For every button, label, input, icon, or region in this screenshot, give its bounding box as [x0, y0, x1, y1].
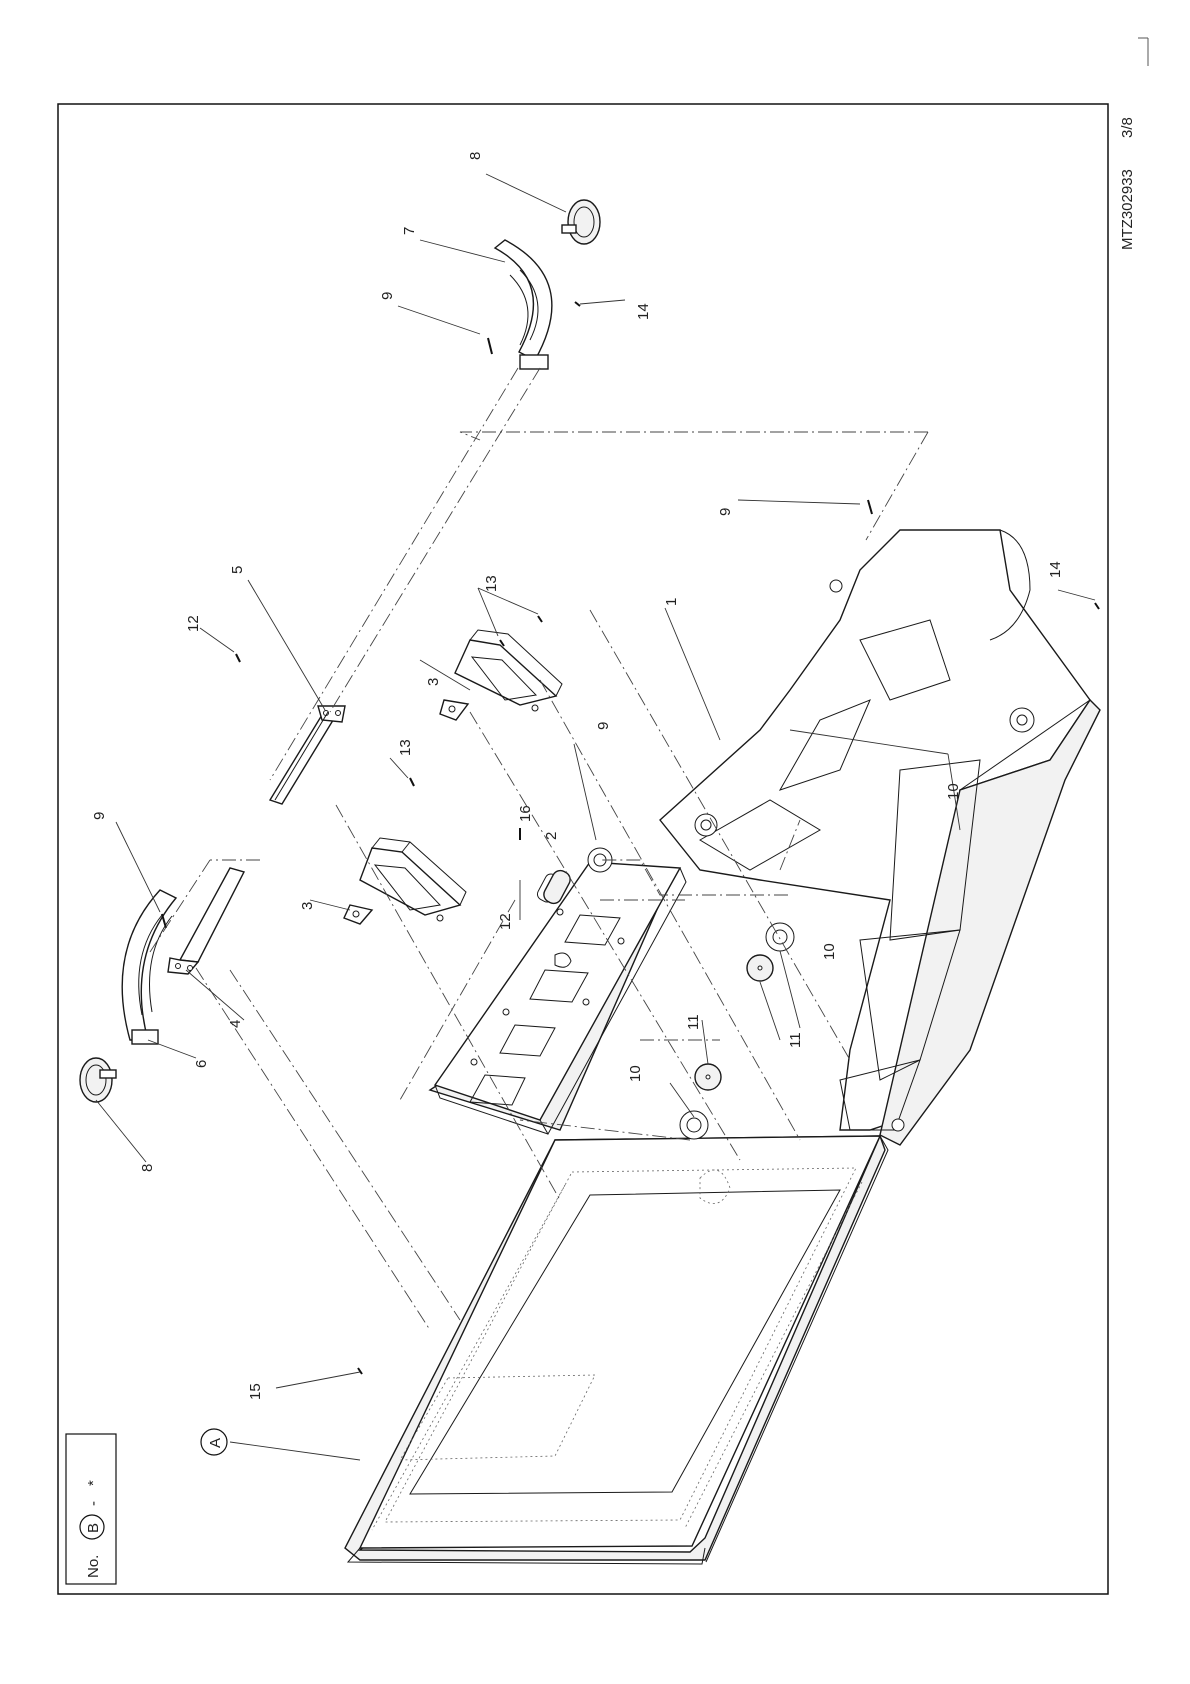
legend-box: No. B - * [66, 1434, 116, 1584]
callout-2: 2 [543, 832, 560, 840]
callout-9-top: 9 [379, 292, 396, 300]
callout-15: 15 [247, 1383, 264, 1400]
part-9-pin-left [162, 914, 166, 928]
callout-7: 7 [401, 227, 418, 235]
part-10-washer-a [766, 923, 794, 951]
legend-no: No. [85, 1555, 102, 1578]
callout-3-left: 3 [299, 902, 316, 910]
callout-12-top: 12 [185, 615, 202, 632]
part-9-pin-right [868, 500, 872, 514]
part-7-arc-bracket [495, 240, 552, 369]
callout-1: 1 [663, 598, 680, 606]
part-5-strip [270, 706, 345, 804]
part-13-screw-c [538, 616, 542, 622]
callout-11-left: 11 [685, 1014, 702, 1030]
callout-6: 6 [193, 1060, 210, 1068]
callout-9-mid: 9 [595, 722, 612, 730]
part-15-screw [358, 1368, 362, 1374]
part-3-bracket-right [440, 630, 562, 720]
callout-16: 16 [517, 805, 534, 822]
part-8-knob-right [562, 200, 600, 244]
callout-13-right: 13 [483, 575, 500, 592]
part-11-washer-a [747, 955, 773, 981]
callout-9-right: 9 [717, 508, 734, 516]
part-4-small-bracket [168, 868, 244, 974]
callout-8-right: 8 [467, 152, 484, 160]
part-13-screw-a [410, 778, 414, 786]
callout-11-mid: 11 [787, 1032, 804, 1048]
callout-3-right: 3 [425, 678, 442, 686]
callout-14-top: 14 [635, 303, 652, 320]
callout-14-right: 14 [1047, 561, 1064, 578]
callout-5: 5 [229, 566, 246, 574]
callout-8-left: 8 [139, 1164, 156, 1172]
callout-10-left: 10 [627, 1065, 644, 1082]
part-a-front-bezel [345, 1136, 888, 1564]
part-12-screw-a [236, 654, 240, 662]
legend-letter: B [85, 1523, 102, 1533]
part-14-screw-b [1095, 603, 1099, 609]
callout-10-right: 10 [945, 783, 962, 800]
part-6-arc-bracket [122, 890, 176, 1044]
callout-13-left: 13 [397, 739, 414, 756]
legend-star: * [85, 1480, 102, 1486]
legend-dash: - [85, 1501, 102, 1506]
callout-10-mid: 10 [821, 943, 838, 960]
sheet-number: 3/8 [1119, 117, 1136, 138]
part-10-washer-b [680, 1111, 708, 1139]
callout-4: 4 [227, 1020, 244, 1028]
part-1-stand-base [660, 530, 1100, 1145]
callout-12-mid: 12 [497, 913, 514, 930]
assembly-mark-a: A [207, 1438, 224, 1448]
part-14-screw-a [575, 302, 580, 306]
callout-9-left: 9 [91, 812, 108, 820]
part-11-washer-b [695, 1064, 721, 1090]
part-8-knob-left [80, 1058, 116, 1102]
drawing-code: MTZ302933 [1119, 169, 1136, 250]
part-9-pin-top [488, 338, 492, 354]
